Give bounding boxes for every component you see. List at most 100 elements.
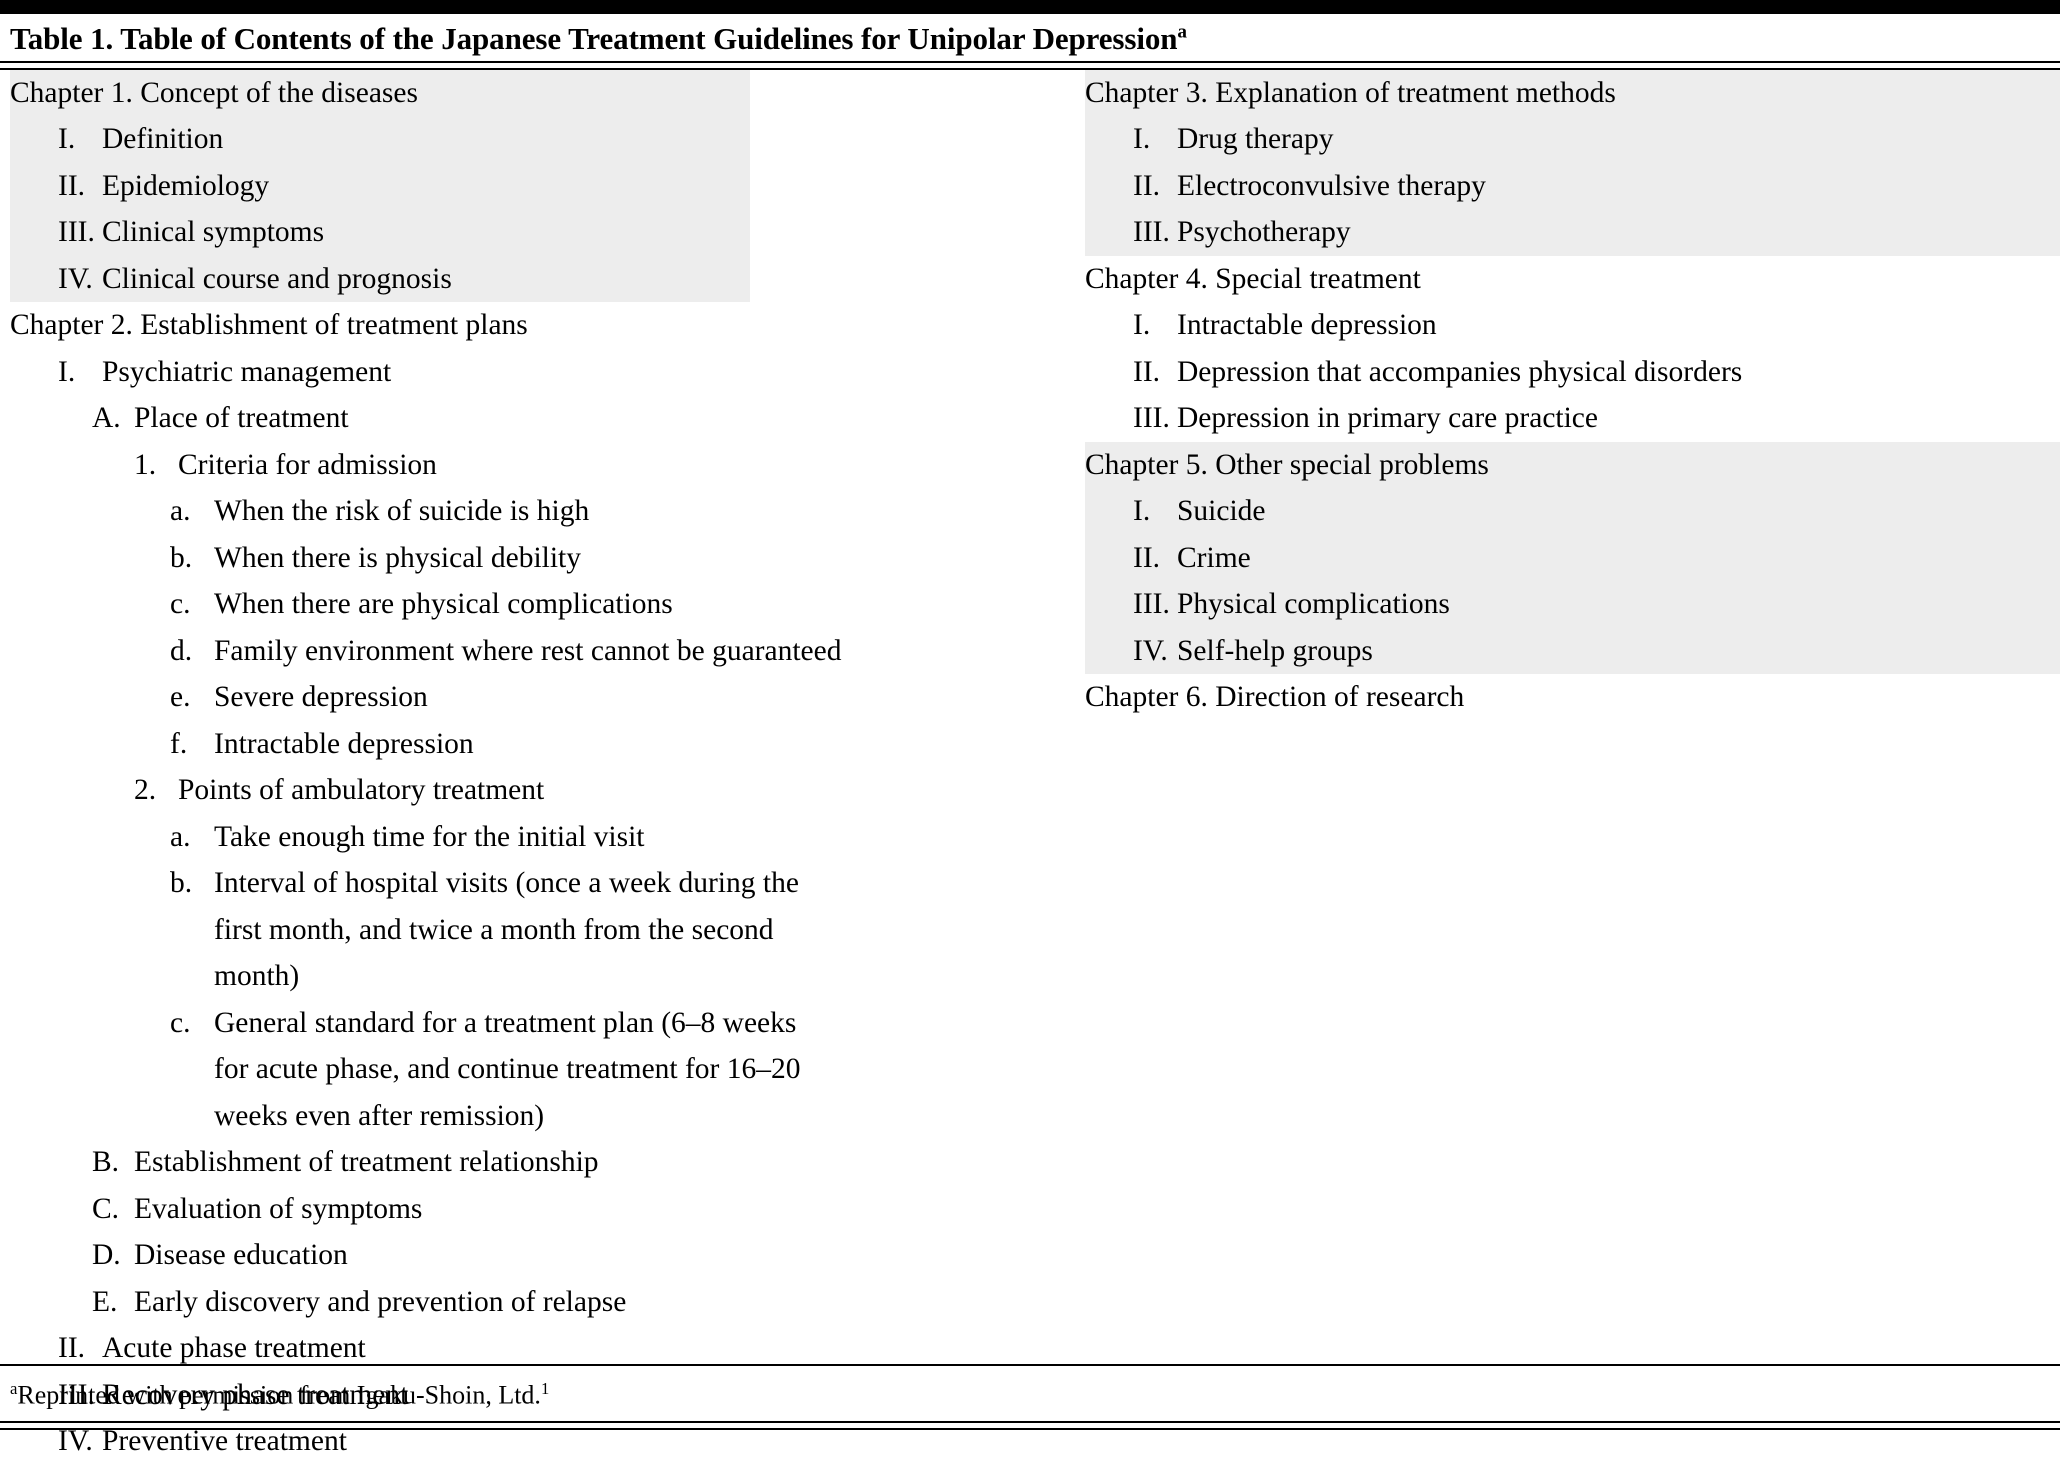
toc-entry-marker: II. (1133, 169, 1161, 202)
toc-entry-label: Take enough time for the initial visit (214, 820, 645, 853)
toc-entry: 2. Points of ambulatory treatment (10, 767, 1085, 814)
toc-entry-marker: b. (170, 867, 193, 900)
toc-entry-marker: IV. (1133, 634, 1168, 667)
toc-entry-marker: III. (1133, 402, 1170, 435)
toc-entry: III.Recovery phase treatment (10, 1372, 1085, 1419)
table-title-text: Table 1. Table of Contents of the Japane… (10, 21, 1178, 56)
toc-chapter-label: Chapter 6. Direction of research (1085, 681, 1465, 714)
toc-entry-label: Clinical course and prognosis (102, 262, 452, 295)
toc-entry-label: Evaluation of symptoms (134, 1192, 423, 1225)
toc-entry-marker: e. (170, 681, 191, 714)
toc-entry-marker: f. (170, 727, 188, 760)
toc-entry: D.Disease education (10, 1232, 1085, 1279)
toc-entry-marker: III. (58, 1378, 95, 1411)
toc-entry-label: Intractable depression (1177, 309, 1437, 342)
toc-entry-label: When the risk of suicide is high (214, 495, 590, 528)
toc-entry: d.Family environment where rest cannot b… (10, 628, 1085, 675)
toc-entry: IV. Self-help groups (1085, 628, 2060, 675)
toc-entry-label: Definition (102, 123, 224, 156)
footnote-area: aReprinted with permission from Igaku-Sh… (0, 1364, 2060, 1430)
toc-entry: II. Electroconvulsive therapy (1085, 163, 2060, 210)
toc-entry-label: Place of treatment (134, 402, 349, 435)
toc-chapter-label: Chapter 1. Concept of the diseases (10, 76, 418, 109)
toc-entry-marker: II. (1133, 355, 1161, 388)
toc-entry: I. Intractable depression (1085, 302, 2060, 349)
toc-entry-label: Self-help groups (1177, 634, 1373, 667)
footnote-text: Reprinted with permission from Igaku-Sho… (17, 1381, 541, 1410)
toc-entry-label: Electroconvulsive therapy (1177, 169, 1486, 202)
toc-entry-label: Drug therapy (1177, 123, 1334, 156)
toc-entry-marker: III. (58, 216, 95, 249)
toc-entry-label: Acute phase treatment (102, 1332, 366, 1365)
table-top-border (0, 0, 2060, 14)
toc-entry-marker: A. (92, 402, 121, 435)
toc-entry: II.Depression that accompanies physical … (1085, 349, 2060, 396)
toc-entry-marker: II. (58, 1332, 86, 1365)
toc-entry-marker: II. (1133, 541, 1161, 574)
toc-entry: b. When there is physical debility (10, 535, 1085, 582)
toc-entry-marker: 1. (134, 448, 157, 481)
toc-entry: II.Crime (1085, 535, 2060, 582)
toc-entry-label: General standard for a treatment plan (6… (214, 1006, 801, 1132)
toc-chapter-label: Chapter 2. Establishment of treatment pl… (10, 309, 528, 342)
toc-entry: III.Physical complications (1085, 581, 2060, 628)
toc-entry-marker: I. (1133, 123, 1151, 156)
table-title-footnote-marker: a (1177, 21, 1187, 43)
toc-entry-label: Epidemiology (102, 169, 270, 202)
table-header-rule (0, 60, 2060, 70)
table-footnote: aReprinted with permission from Igaku-Sh… (0, 1366, 2060, 1421)
toc-entry-label: Interval of hospital visits (once a week… (214, 867, 799, 993)
toc-entry-marker: c. (170, 588, 191, 621)
toc-entry-marker: B. (92, 1146, 120, 1179)
toc-entry-marker: I. (1133, 495, 1151, 528)
toc-entry-label: Intractable depression (214, 727, 474, 760)
toc-entry: c. When there are physical complications (10, 581, 1085, 628)
toc-chapter-label: Chapter 4. Special treatment (1085, 262, 1421, 295)
toc-entry-label: Psychotherapy (1177, 216, 1351, 249)
toc-entry-marker: 2. (134, 774, 157, 807)
toc-entry-marker: I. (58, 123, 76, 156)
toc-entry-label: Disease education (134, 1239, 348, 1272)
toc-entry: II. Epidemiology (10, 163, 750, 210)
toc-entry-label: Severe depression (214, 681, 428, 714)
toc-chapter-label: Chapter 5. Other special problems (1085, 448, 1489, 481)
footnote-marker: a (10, 1379, 18, 1399)
toc-entry-label: Points of ambulatory treatment (178, 774, 545, 807)
toc-chapter-label: Chapter 3. Explanation of treatment meth… (1085, 76, 1616, 109)
toc-entry-label: Establishment of treatment relationship (134, 1146, 599, 1179)
toc-entry-label: When there is physical debility (214, 541, 582, 574)
toc-block: Chapter 6. Direction of research (1085, 674, 2060, 721)
table-bottom-rule (0, 1421, 2060, 1430)
toc-entry: C.Evaluation of symptoms (10, 1186, 1085, 1233)
toc-chapter-heading: Chapter 4. Special treatment (1085, 256, 2060, 303)
toc-entry: III.Depression in primary care practice (1085, 395, 2060, 442)
table-title: Table 1. Table of Contents of the Japane… (0, 14, 2060, 61)
toc-entry: IV. Clinical course and prognosis (10, 256, 750, 303)
toc-entry: B. Establishment of treatment relationshi… (10, 1139, 1085, 1186)
toc-entry-marker: b. (170, 541, 193, 574)
toc-entry-marker: III. (1133, 216, 1170, 249)
toc-entry: E.Early discovery and prevention of rela… (10, 1279, 1085, 1326)
toc-entry: I. Drug therapy (1085, 116, 2060, 163)
toc-entry-marker: I. (1133, 309, 1151, 342)
toc-entry-label: When there are physical complications (214, 588, 673, 621)
toc-entry-marker: d. (170, 634, 193, 667)
toc-entry-label: Physical complications (1177, 588, 1450, 621)
toc-chapter-heading: Chapter 5. Other special problems (1085, 442, 2060, 489)
toc-entry-label: Criteria for admission (178, 448, 437, 481)
toc-entry-marker: II. (58, 169, 86, 202)
toc-entry-label: Suicide (1177, 495, 1266, 528)
toc-entry: I. Suicide (1085, 488, 2060, 535)
toc-entry: I. Definition (10, 116, 750, 163)
toc-entry-marker: IV. (58, 262, 93, 295)
toc-entry-marker: E. (92, 1285, 118, 1318)
toc-entry: b. Interval of hospital visits (once a we… (10, 860, 1085, 1000)
toc-entry: a.When the risk of suicide is high (10, 488, 1085, 535)
footnote-reference: 1 (540, 1379, 550, 1399)
